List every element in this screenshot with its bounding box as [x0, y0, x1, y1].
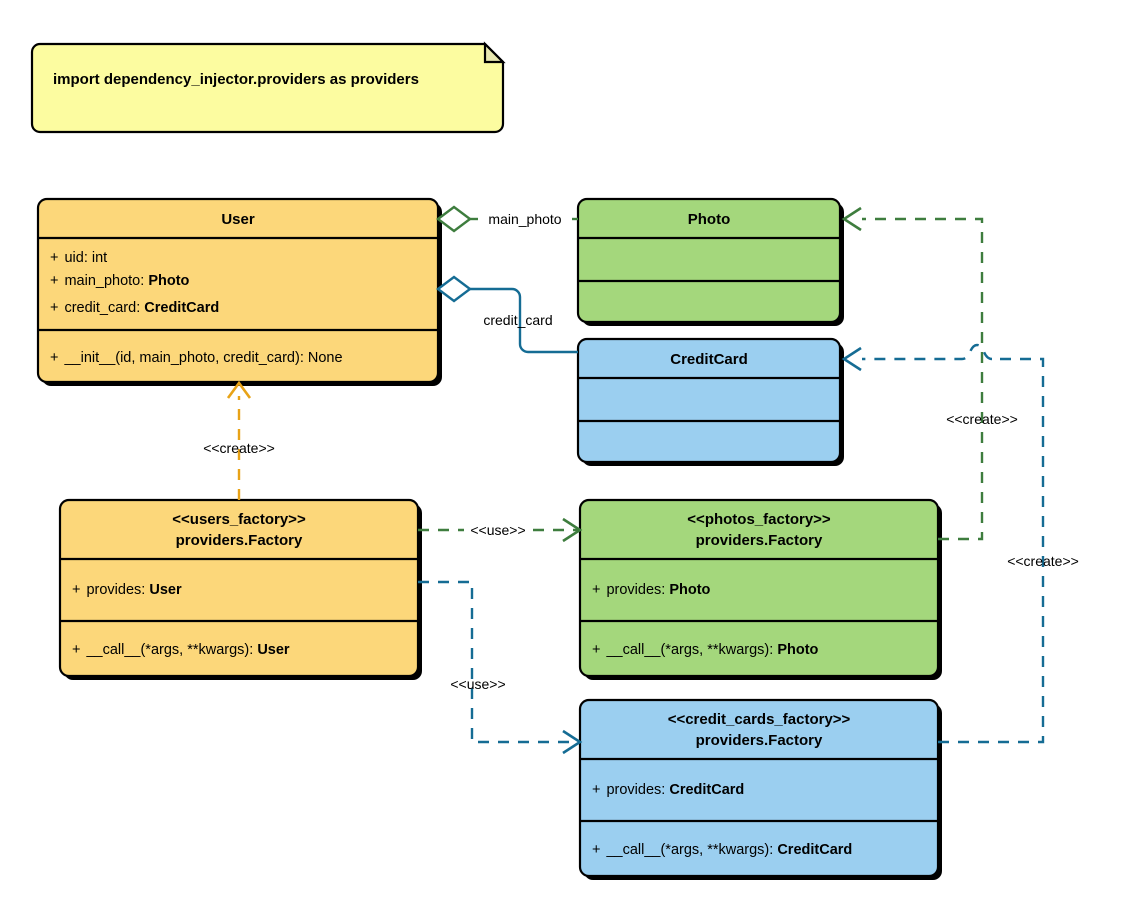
open-arrowhead-icon [226, 380, 252, 399]
open-arrowhead-icon [841, 346, 862, 372]
main-photo-label: main_photo [488, 211, 561, 227]
credit-card-title: CreditCard [670, 351, 748, 368]
create-credit-card-line-hop [862, 343, 993, 361]
relation-user-main-photo[interactable]: main_photo [436, 205, 578, 233]
photos-factory-title: providers.Factory [696, 532, 823, 549]
create-photo-label: <<create>> [946, 411, 1018, 427]
user-title: User [221, 211, 255, 228]
users-factory-method-0: +__call__(*args, **kwargs): User [72, 642, 290, 658]
class-users-factory[interactable]: <<users_factory>> providers.Factory +pro… [58, 498, 422, 680]
photo-box [576, 197, 842, 324]
user-method-0: +__init__(id, main_photo, credit_card): … [50, 350, 343, 366]
class-photo[interactable]: Photo [576, 197, 844, 326]
relation-users-factory-use-photos[interactable]: <<use>> [418, 517, 583, 543]
credit-card-label: credit_card [483, 312, 552, 328]
open-arrowhead-icon [562, 729, 583, 755]
create-photo-line [862, 217, 984, 541]
use-credit-cards-line [418, 580, 578, 744]
note-fold-icon [483, 41, 506, 64]
relation-user-credit-card[interactable]: credit_card [436, 275, 578, 354]
users-factory-stereotype: <<users_factory>> [172, 511, 306, 528]
photos-factory-attribute-0: +provides: Photo [592, 582, 711, 598]
open-arrowhead-icon [841, 206, 862, 232]
user-attribute-2: +credit_card: CreditCard [50, 300, 219, 316]
relation-users-factory-use-credit-cards[interactable]: <<use>> [418, 580, 583, 755]
use-credit-cards-label: <<use>> [450, 676, 505, 692]
class-credit-card[interactable]: CreditCard [576, 337, 844, 466]
user-attribute-1: +main_photo: Photo [50, 273, 190, 289]
users-factory-title: providers.Factory [176, 532, 303, 549]
use-photos-label: <<use>> [470, 522, 525, 538]
class-user[interactable]: User +uid: int +main_photo: Photo +credi… [36, 197, 442, 386]
open-arrowhead-icon [562, 517, 583, 543]
class-credit-cards-factory[interactable]: <<credit_cards_factory>> providers.Facto… [578, 698, 942, 880]
user-attribute-0: +uid: int [50, 250, 107, 266]
note-text: import dependency_injector.providers as … [53, 71, 419, 88]
note-body [30, 42, 505, 134]
class-photos-factory[interactable]: <<photos_factory>> providers.Factory +pr… [578, 498, 942, 680]
relation-credit-cards-factory-create-credit-card[interactable]: <<create>> [841, 343, 1079, 744]
credit-cards-factory-box [578, 698, 940, 878]
create-credit-card-label: <<create>> [1007, 553, 1079, 569]
photos-factory-stereotype: <<photos_factory>> [687, 511, 831, 528]
credit-cards-factory-title: providers.Factory [696, 732, 823, 749]
photo-title: Photo [688, 211, 731, 228]
credit-cards-factory-stereotype: <<credit_cards_factory>> [668, 711, 851, 728]
photos-factory-box [578, 498, 940, 678]
relation-photos-factory-create-photo[interactable]: <<create>> [841, 206, 1018, 541]
credit-cards-factory-method-0: +__call__(*args, **kwargs): CreditCard [592, 842, 852, 858]
credit-card-connector-line [470, 287, 578, 354]
credit-card-box [576, 337, 842, 464]
users-factory-attribute-0: +provides: User [72, 582, 182, 598]
create-user-label: <<create>> [203, 440, 275, 456]
relation-users-factory-create-user[interactable]: <<create>> [203, 380, 275, 500]
note-import[interactable]: import dependency_injector.providers as … [30, 41, 506, 134]
credit-cards-factory-attribute-0: +provides: CreditCard [592, 782, 744, 798]
photos-factory-method-0: +__call__(*args, **kwargs): Photo [592, 642, 819, 658]
